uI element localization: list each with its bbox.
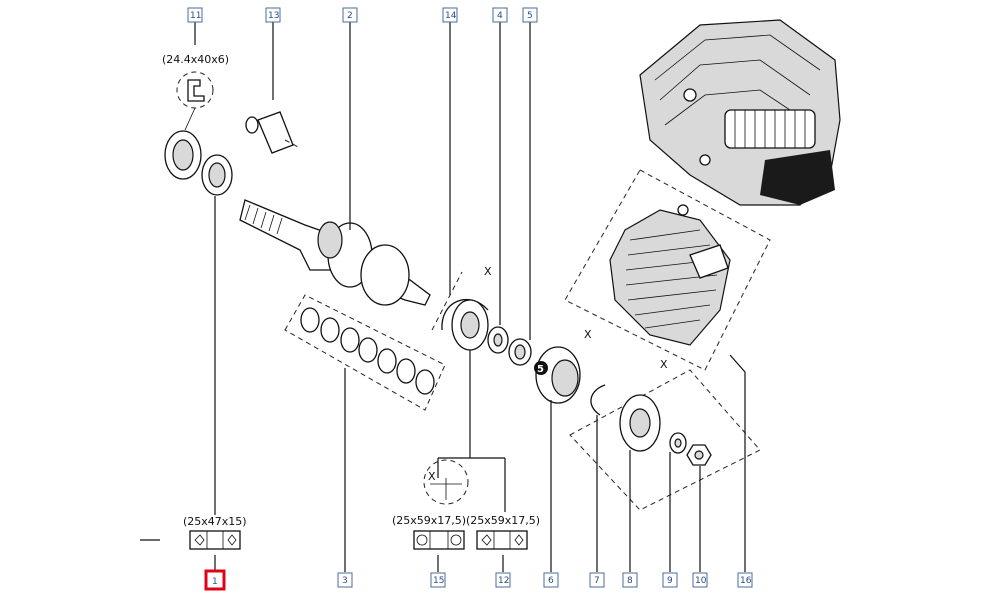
svg-text:6: 6 — [548, 576, 554, 586]
svg-text:14: 14 — [445, 11, 457, 21]
callout-1-selected[interactable]: 1 — [204, 569, 226, 591]
seal-11-illustration — [164, 71, 214, 180]
gear-6-illustration: 5 X — [534, 328, 592, 404]
leader-lines — [194, 22, 746, 572]
main-shaft-2-illustration — [239, 199, 431, 306]
x-marker-15: X — [428, 470, 436, 483]
svg-text:2: 2 — [347, 11, 353, 21]
svg-text:16: 16 — [740, 576, 752, 586]
callout-9[interactable]: 9 — [662, 572, 678, 588]
callout-3[interactable]: 3 — [337, 572, 353, 588]
spacer-4-illustration — [487, 326, 509, 354]
callout-12[interactable]: 12 — [495, 572, 511, 588]
shim-set-3-illustration — [284, 294, 446, 411]
svg-text:5: 5 — [527, 11, 533, 21]
callout-8[interactable]: 8 — [622, 572, 638, 588]
needle-bearing-5-illustration — [508, 338, 532, 366]
callout-2[interactable]: 2 — [342, 7, 358, 23]
callout-10[interactable]: 10 — [692, 572, 708, 588]
svg-text:4: 4 — [497, 11, 503, 21]
callout-11[interactable]: 11 — [187, 7, 203, 23]
x-marker-8: X — [660, 358, 668, 371]
svg-text:11: 11 — [190, 11, 201, 21]
svg-text:9: 9 — [667, 576, 673, 586]
bearing-1-illustration — [140, 154, 241, 550]
svg-text:7: 7 — [594, 576, 600, 586]
nut-10-illustration — [686, 444, 712, 466]
callout-6[interactable]: 6 — [543, 572, 559, 588]
dimension-bearing-12: (25x59x17,5) — [466, 514, 540, 527]
svg-text:1: 1 — [212, 577, 218, 587]
svg-text:3: 3 — [342, 576, 348, 586]
svg-text:13: 13 — [268, 11, 279, 21]
gear-badge: 5 — [537, 364, 544, 375]
callout-14[interactable]: 14 — [442, 7, 458, 23]
x-marker-6: X — [584, 328, 592, 341]
washer-9-illustration — [669, 432, 687, 454]
needle-bearing-13-illustration — [245, 111, 301, 154]
circlip-7-illustration — [590, 384, 606, 416]
svg-text:15: 15 — [433, 576, 444, 586]
bearing-15-symbol: X — [413, 459, 469, 550]
dimension-seal-11: (24.4x40x6) — [162, 53, 229, 66]
x-marker-14: X — [484, 265, 492, 278]
synchro-hub-8-illustration: X — [569, 358, 761, 511]
transmission-housing-illustration — [639, 19, 841, 206]
circlip-14-illustration: X — [431, 265, 492, 351]
callout-16[interactable]: 16 — [737, 572, 753, 588]
callout-7[interactable]: 7 — [589, 572, 605, 588]
callout-13[interactable]: 13 — [265, 7, 281, 23]
svg-text:8: 8 — [627, 576, 633, 586]
gearbox-cover-illustration — [564, 169, 771, 371]
svg-text:12: 12 — [498, 576, 509, 586]
callout-5[interactable]: 5 — [522, 7, 538, 23]
svg-text:10: 10 — [695, 576, 707, 586]
dimension-bearing-15: (25x59x17,5) — [392, 514, 466, 527]
bearing-12-symbol — [476, 530, 528, 550]
callout-4[interactable]: 4 — [492, 7, 508, 23]
dimension-bearing-1: (25x47x15) — [183, 515, 247, 528]
callout-15[interactable]: 15 — [430, 572, 446, 588]
